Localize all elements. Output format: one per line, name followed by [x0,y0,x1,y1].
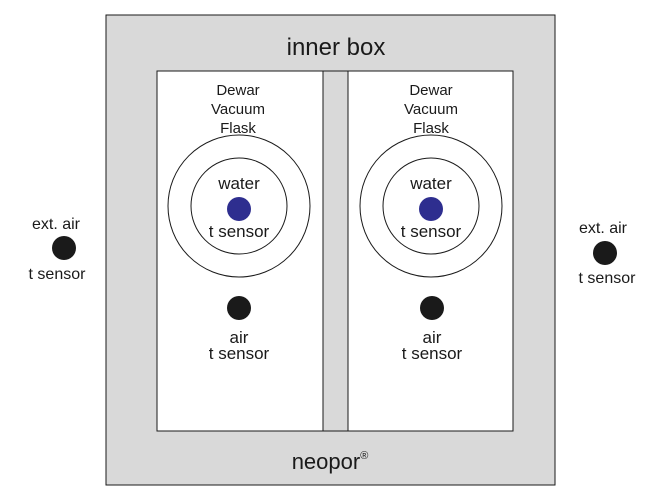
neopor-text: neopor [292,449,361,474]
neopor-label: neopor® [292,449,369,474]
left-water-sensor-dot [227,197,251,221]
ext-left-label: ext. air [32,216,81,233]
left-flask-title-line3: Flask [220,120,256,137]
left-flask-title-line2: Vacuum [211,101,265,118]
right-water-label: water [409,174,452,193]
center-divider [322,70,349,432]
left-air-sensor-label: t sensor [209,344,270,363]
right-flask-title-line3: Flask [413,120,449,137]
left-flask-inner-wall [190,157,288,255]
right-air-sensor-label: t sensor [402,344,463,363]
registered-mark: ® [360,450,368,462]
right-water-sensor-dot [419,197,443,221]
inner-box-label: inner box [287,34,386,61]
ext-left-sensor-dot [52,236,76,260]
ext-right-sensor-label: t sensor [579,270,637,287]
left-flask-title-line1: Dewar [216,82,259,99]
left-water-sensor-label: t sensor [209,222,270,241]
ext-left-sensor-label: t sensor [29,266,87,283]
right-water-sensor-label: t sensor [401,222,462,241]
left-flask-outer-wall [167,134,311,278]
left-air-sensor-dot [227,296,251,320]
ext-right-sensor-dot [593,241,617,265]
left-air-label: air [230,328,249,347]
right-flask-title-line1: Dewar [409,82,452,99]
right-flask-inner-wall [382,157,480,255]
right-air-sensor-dot [420,296,444,320]
left-water-label: water [217,174,260,193]
ext-right-label: ext. air [579,220,628,237]
right-flask-title-line2: Vacuum [404,101,458,118]
right-flask-outer-wall [359,134,503,278]
right-air-label: air [423,328,442,347]
